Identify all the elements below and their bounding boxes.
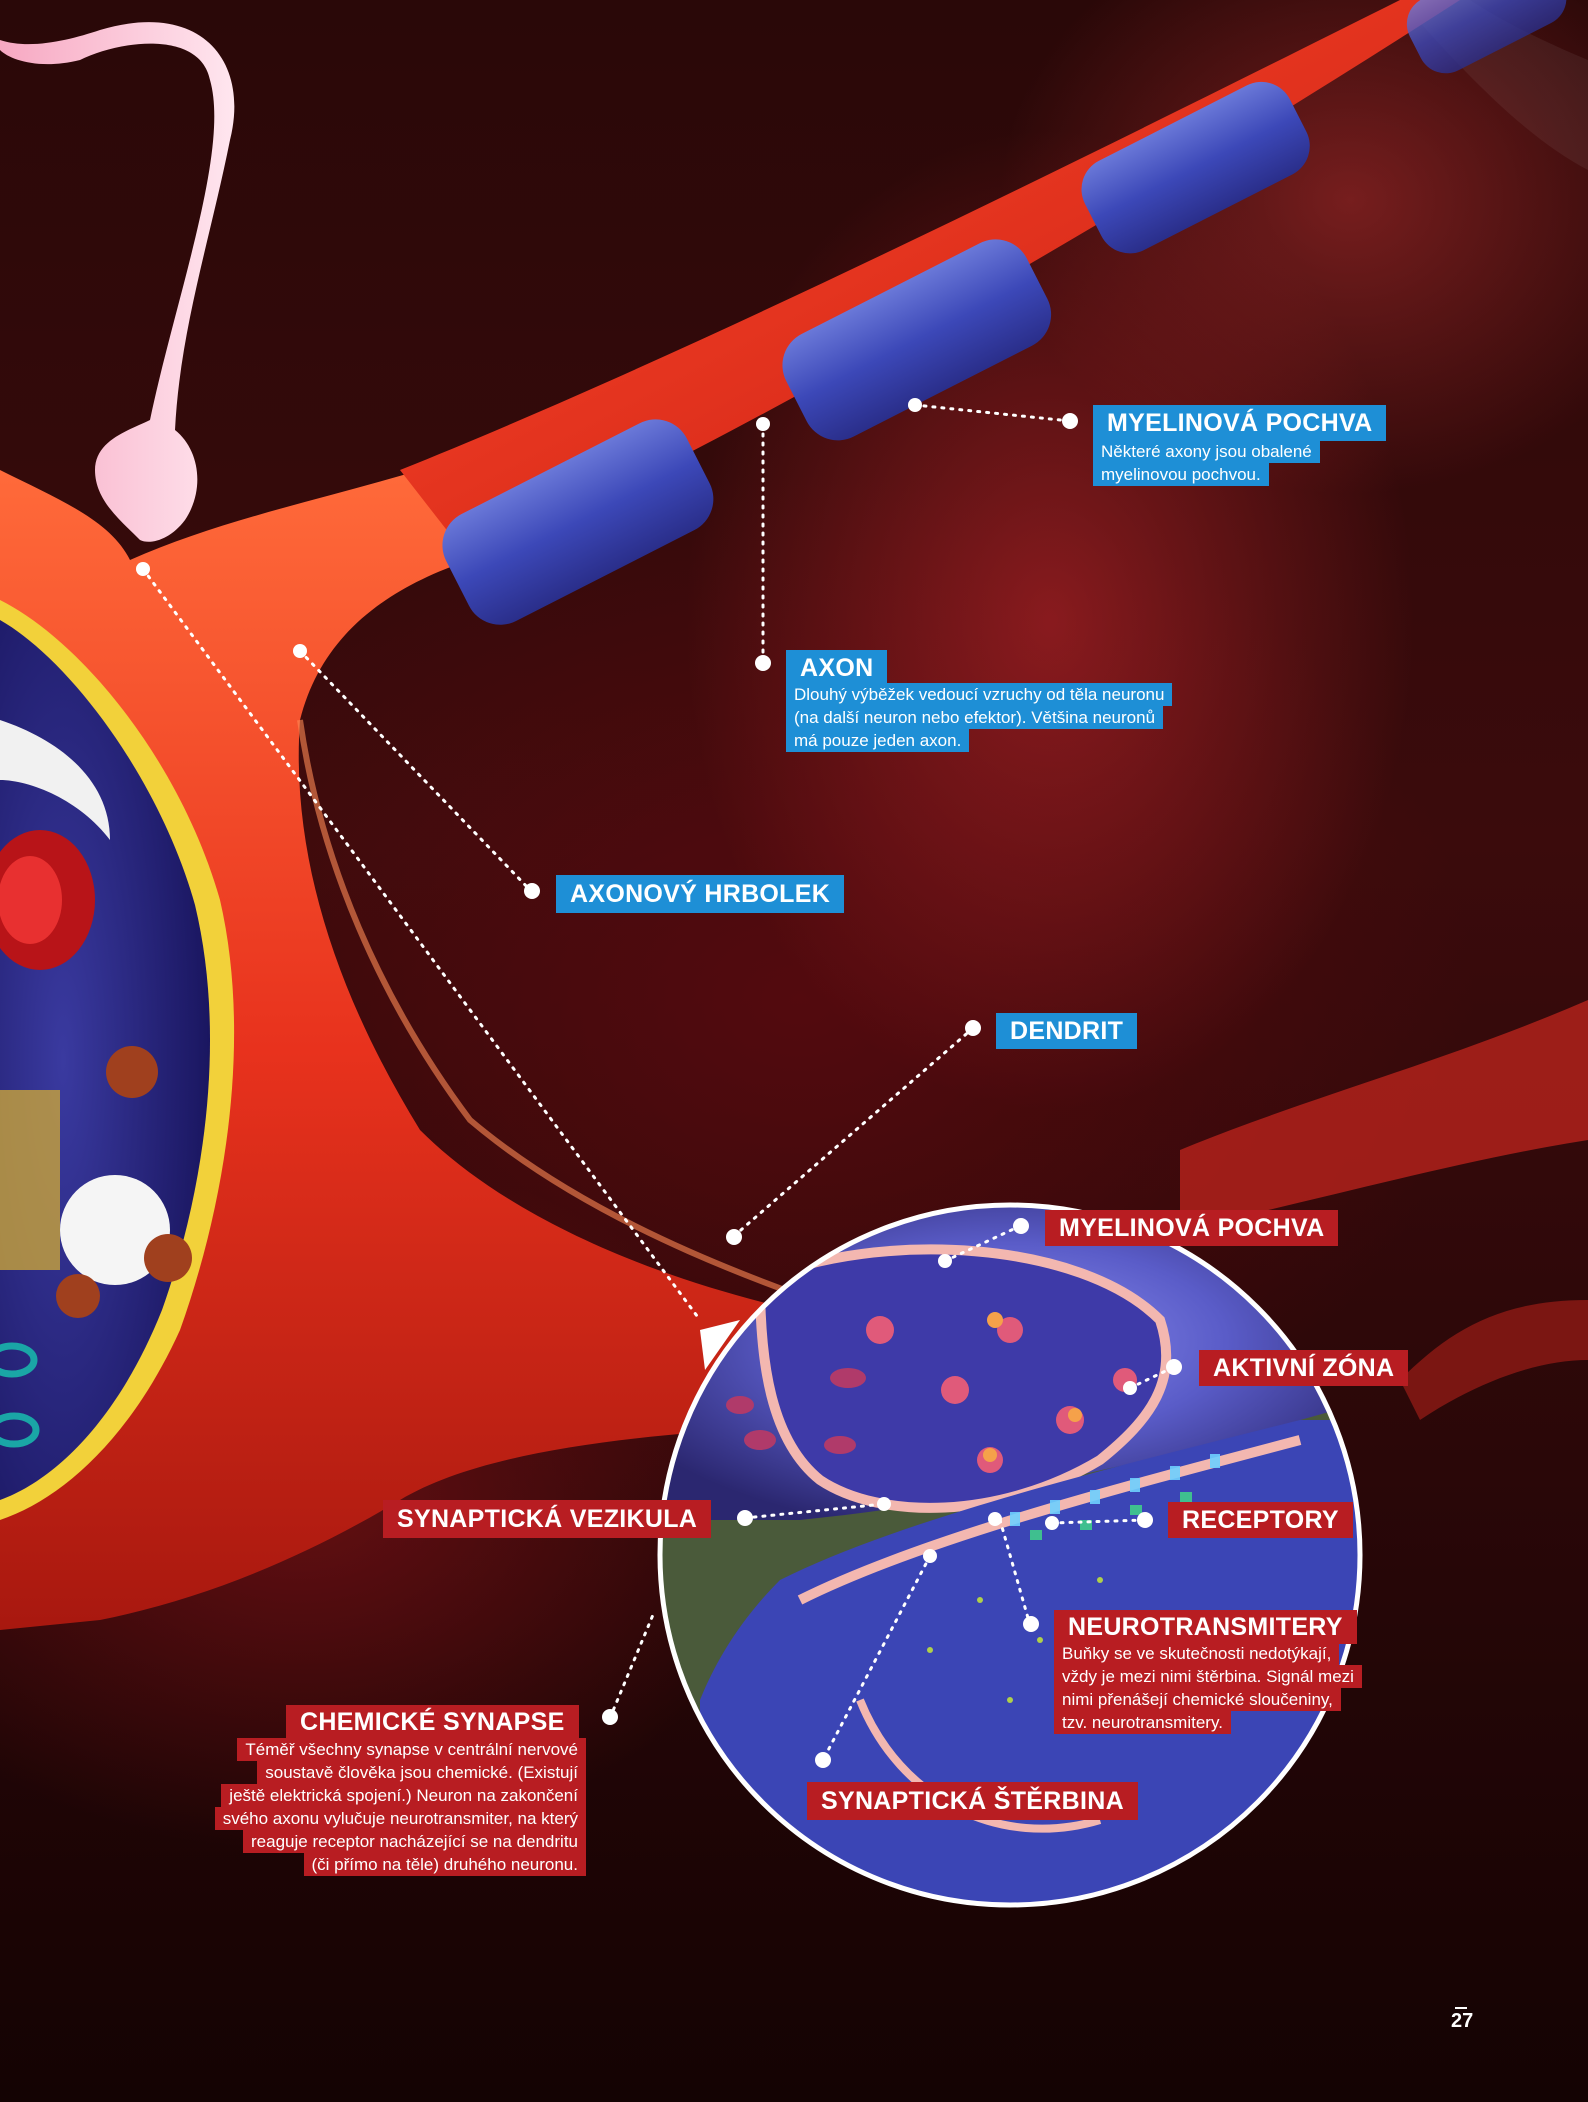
synaptic-vesicle-label: SYNAPTICKÁ VEZIKULA	[383, 1500, 711, 1538]
description-line: vždy je mezi nimi štěrbina. Signál mezi	[1054, 1665, 1362, 1688]
page-number: 27	[1451, 2010, 1473, 2033]
chemical-synapse-label: CHEMICKÉ SYNAPSE	[286, 1705, 579, 1739]
neurotransmitters-description: Buňky se ve skutečnosti nedotýkají, vždy…	[1054, 1642, 1484, 1734]
dendrite-label: DENDRIT	[996, 1013, 1137, 1049]
description-line: svého axonu vylučuje neurotransmiter, na…	[215, 1807, 586, 1830]
myelin-sheath-label: MYELINOVÁ POCHVA	[1093, 405, 1386, 441]
axon-label: AXON	[786, 650, 887, 686]
axon-hillock-label: AXONOVÝ HRBOLEK	[556, 875, 844, 913]
description-line: má pouze jeden axon.	[786, 729, 969, 752]
chemical-synapse-description: Téměř všechny synapse v centrální nervov…	[140, 1738, 586, 1876]
myelin-sheath-description: Některé axony jsou obalené myelinovou po…	[1093, 440, 1523, 486]
description-line: ještě elektrická spojení.) Neuron na zak…	[221, 1784, 586, 1807]
description-line: Některé axony jsou obalené	[1093, 440, 1320, 463]
description-line: (či přímo na těle) druhého neuronu.	[304, 1853, 587, 1876]
description-line: reaguje receptor nacházející se na dendr…	[243, 1830, 586, 1853]
description-line: soustavě člověka jsou chemické. (Existuj…	[257, 1761, 586, 1784]
description-line: Dlouhý výběžek vedoucí vzruchy od těla n…	[786, 683, 1172, 706]
description-line: myelinovou pochvou.	[1093, 463, 1269, 486]
description-line: tzv. neurotransmitery.	[1054, 1711, 1231, 1734]
description-line: Téměř všechny synapse v centrální nervov…	[237, 1738, 586, 1761]
axon-description: Dlouhý výběžek vedoucí vzruchy od těla n…	[786, 683, 1216, 752]
description-line: Buňky se ve skutečnosti nedotýkají,	[1054, 1642, 1339, 1665]
neurotransmitters-label: NEUROTRANSMITERY	[1054, 1610, 1357, 1644]
myelin-sheath-label-synapse: MYELINOVÁ POCHVA	[1045, 1210, 1338, 1246]
description-line: nimi přenášejí chemické sloučeniny,	[1054, 1688, 1341, 1711]
synaptic-cleft-label: SYNAPTICKÁ ŠTĚRBINA	[807, 1782, 1138, 1820]
receptors-label: RECEPTORY	[1168, 1502, 1353, 1538]
description-line: (na další neuron nebo efektor). Většina …	[786, 706, 1163, 729]
active-zone-label: AKTIVNÍ ZÓNA	[1199, 1350, 1408, 1386]
